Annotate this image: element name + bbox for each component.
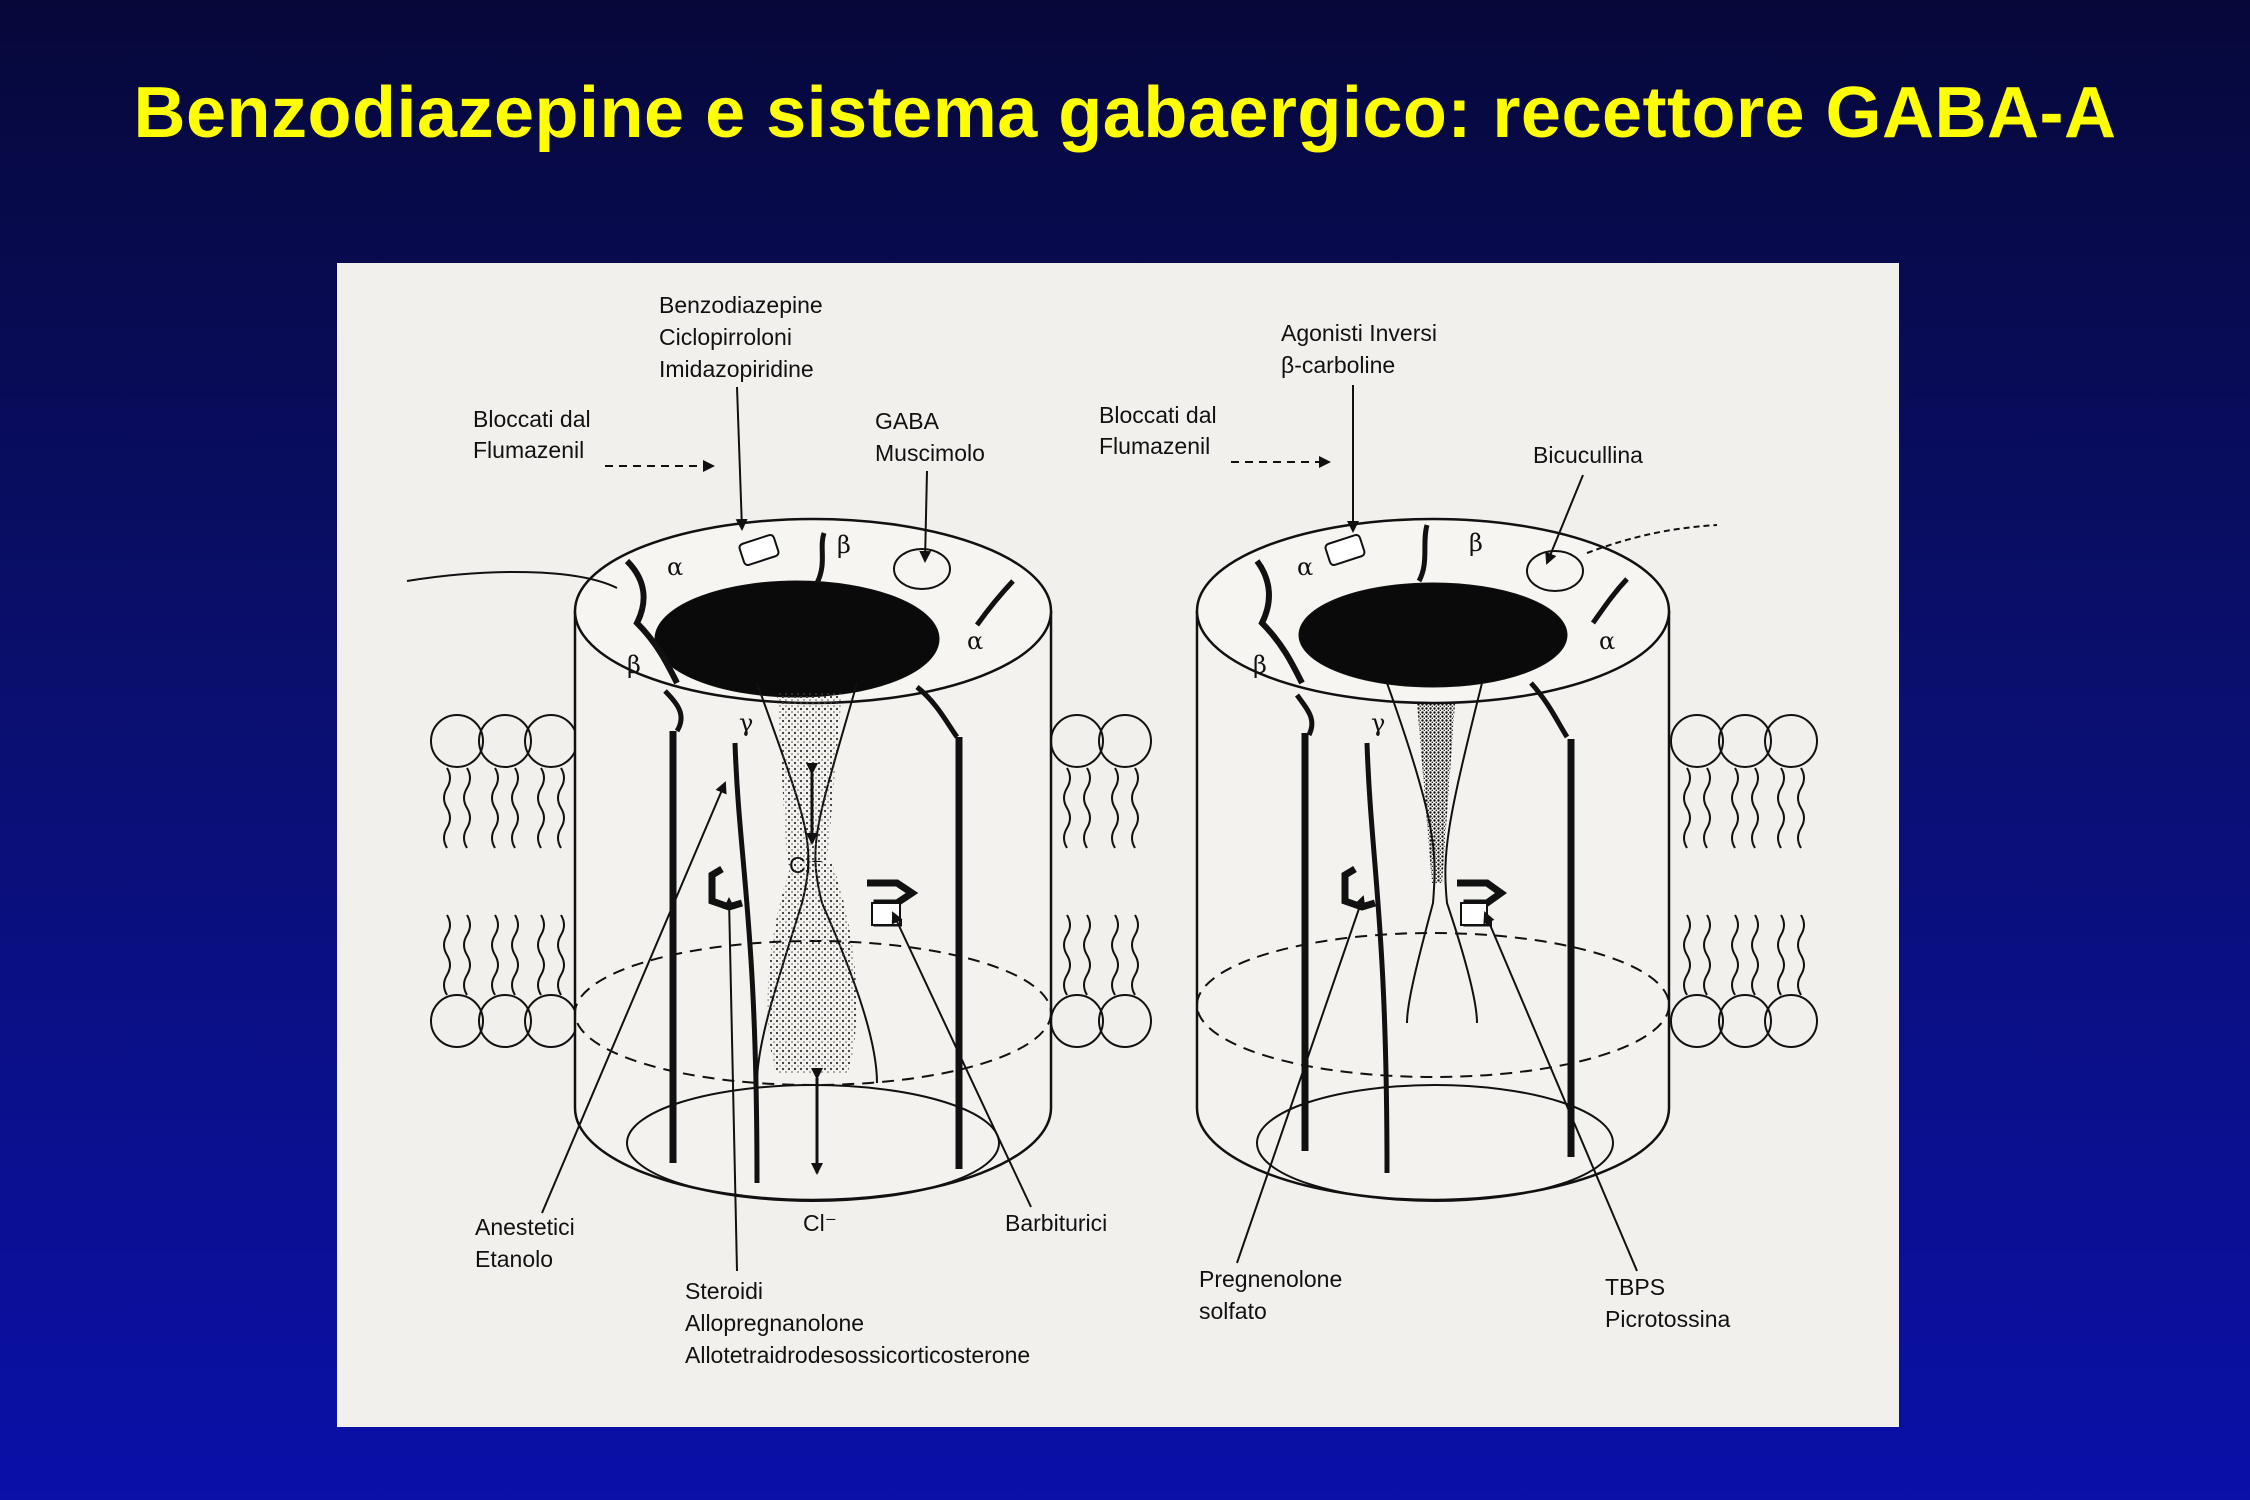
label-benzodiazepine: Benzodiazepine xyxy=(659,292,823,318)
label-cl-bottom: Cl⁻ xyxy=(803,1210,837,1236)
left-beta-top: β xyxy=(837,531,851,559)
label-pregnenolone: Pregnenolone xyxy=(1199,1266,1342,1292)
diagram-panel: α β α β γ Benzodiazepine Ciclopirroloni … xyxy=(337,263,1899,1427)
label-solfato: solfato xyxy=(1199,1298,1267,1324)
label-gaba: GABA xyxy=(875,408,940,434)
label-allotetraidro: Allotetraidrodesossicorticosterone xyxy=(685,1342,1030,1368)
slide-title: Benzodiazepine e sistema gabaergico: rec… xyxy=(0,72,2250,154)
receptor-diagram: α β α β γ Benzodiazepine Ciclopirroloni … xyxy=(337,263,1899,1427)
label-left-flumazenil: Flumazenil xyxy=(473,437,584,463)
label-steroidi: Steroidi xyxy=(685,1278,763,1304)
receptor-right xyxy=(1197,519,1717,1201)
right-gamma: γ xyxy=(1371,709,1385,737)
lipid-right xyxy=(1671,715,1817,1047)
label-left-bloccati: Bloccati dal xyxy=(473,406,591,432)
arrow-bzd xyxy=(737,387,742,529)
left-alpha-right: α xyxy=(967,627,983,655)
label-muscimolo: Muscimolo xyxy=(875,440,985,466)
label-picrotossina: Picrotossina xyxy=(1605,1306,1730,1332)
left-gamma: γ xyxy=(739,709,753,737)
right-alpha-right: α xyxy=(1599,627,1615,655)
label-tbps: TBPS xyxy=(1605,1274,1665,1300)
label-barbiturici: Barbiturici xyxy=(1005,1210,1107,1236)
right-alpha-top: α xyxy=(1297,553,1313,581)
left-beta-left: β xyxy=(627,651,641,679)
right-beta-top: β xyxy=(1469,529,1483,557)
label-agonisti-inversi: Agonisti Inversi xyxy=(1281,320,1437,346)
label-beta-carboline: β-carboline xyxy=(1281,352,1395,378)
label-etanolo: Etanolo xyxy=(475,1246,553,1272)
label-ciclopirroloni: Ciclopirroloni xyxy=(659,324,792,350)
lipid-middle xyxy=(1051,715,1151,1047)
receptor-left xyxy=(407,519,1051,1201)
label-cl-top: Cl⁻ xyxy=(789,852,823,878)
label-bicucullina: Bicucullina xyxy=(1533,442,1643,468)
label-allopregnanolone: Allopregnanolone xyxy=(685,1310,864,1336)
label-anestetici: Anestetici xyxy=(475,1214,575,1240)
lipid-left xyxy=(431,715,577,1047)
right-beta-left: β xyxy=(1253,651,1267,679)
left-alpha-top: α xyxy=(667,553,683,581)
label-imidazopiridine: Imidazopiridine xyxy=(659,356,814,382)
label-right-flumazenil: Flumazenil xyxy=(1099,433,1210,459)
label-right-bloccati: Bloccati dal xyxy=(1099,402,1217,428)
